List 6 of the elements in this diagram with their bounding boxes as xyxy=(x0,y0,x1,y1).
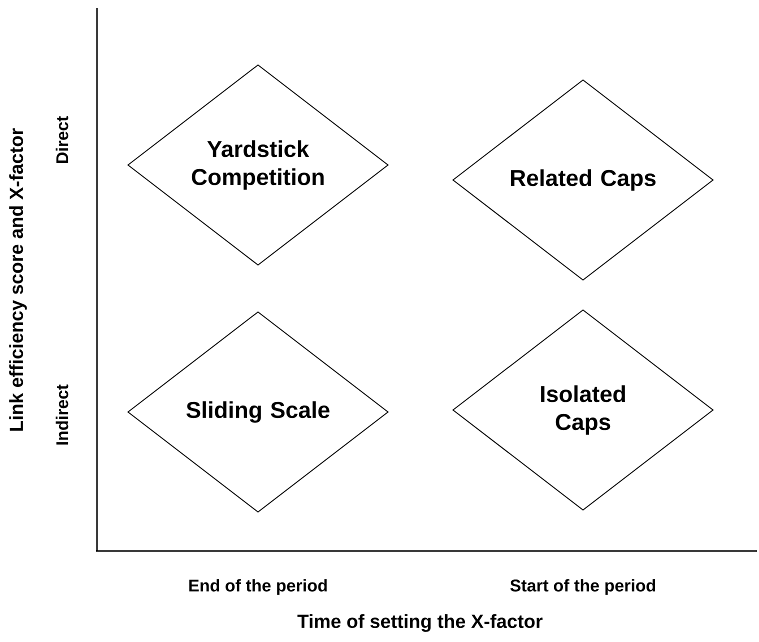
axis-label: End of the period xyxy=(189,579,327,595)
axis-label: Start of the period xyxy=(510,579,656,595)
axis-label: Indirect xyxy=(56,384,68,445)
axis-label: Direct xyxy=(56,116,68,163)
axis-title: Link efficiency score and X-factor xyxy=(9,128,27,431)
axis-title: Time of setting the X-factor xyxy=(297,614,543,632)
